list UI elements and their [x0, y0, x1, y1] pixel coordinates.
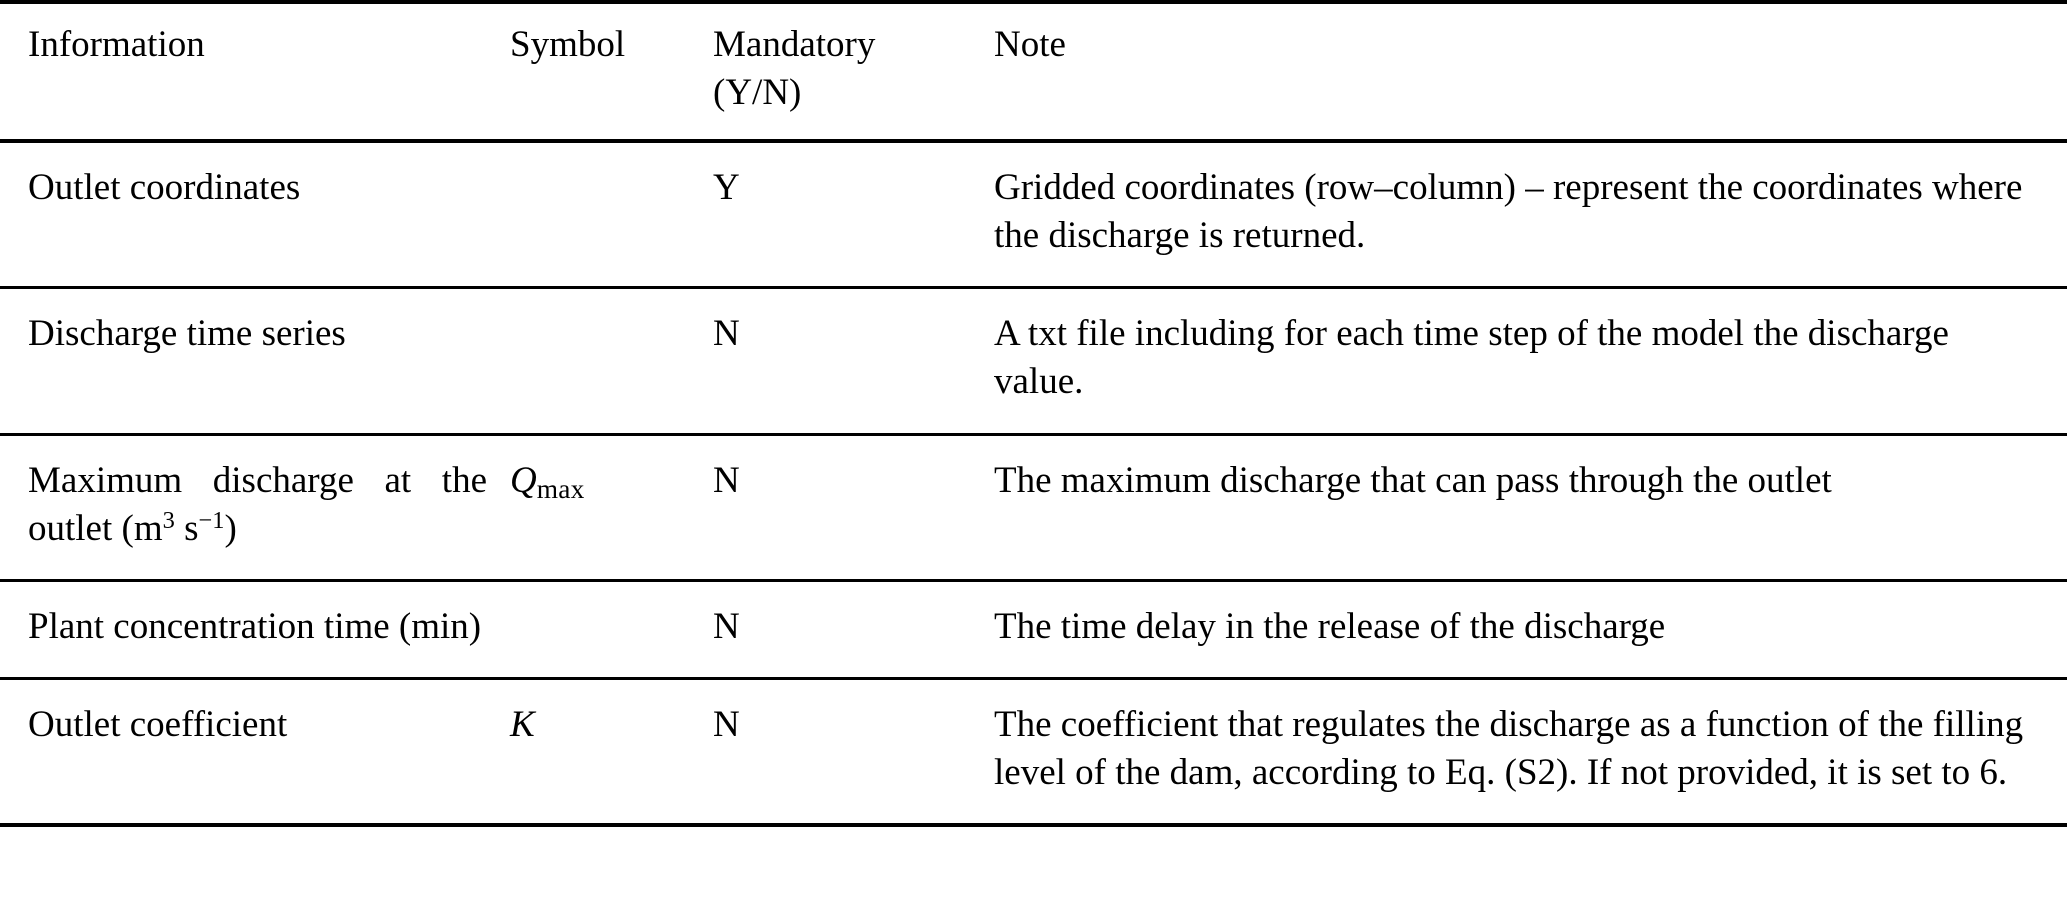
column-header-symbol: Symbol — [505, 0, 709, 144]
cell-information: Plant concentration time (min) — [0, 580, 505, 680]
cell-mandatory: N — [709, 580, 994, 680]
cell-note: The maximum discharge that can pass thro… — [994, 434, 2067, 582]
cell-information: Maximum discharge at the outlet (m3 s−1) — [0, 434, 505, 582]
cell-information-text-close-paren: ) — [224, 507, 237, 549]
symbol-variable-q: Q — [510, 459, 537, 501]
cell-mandatory: N — [709, 678, 994, 828]
cell-mandatory: N — [709, 434, 994, 582]
table-row: Outlet coordinates Y Gridded coordinates… — [0, 141, 2067, 290]
table-row: Maximum discharge at the outlet (m3 s−1)… — [0, 434, 2067, 582]
table-row: Discharge time series N A txt file inclu… — [0, 287, 2067, 436]
cell-information: Outlet coefficient — [0, 678, 505, 828]
cell-note: The time delay in the release of the dis… — [994, 580, 2067, 680]
table-row: Outlet coefficient K N The coefficient t… — [0, 678, 2067, 828]
column-header-note: Note — [994, 0, 2067, 144]
cell-symbol — [505, 287, 709, 436]
cell-symbol — [505, 141, 709, 290]
cell-information-superscript-inverse: −1 — [198, 506, 225, 534]
table-body: Outlet coordinates Y Gridded coordinates… — [0, 141, 2067, 828]
cell-symbol: K — [505, 678, 709, 828]
cell-symbol: Qmax — [505, 434, 709, 582]
symbol-subscript-max: max — [536, 473, 585, 504]
table-row: Plant concentration time (min) N The tim… — [0, 580, 2067, 680]
cell-information-text: Maximum discharge at the outlet (m — [28, 459, 487, 549]
cell-note: The coefficient that regulates the disch… — [994, 678, 2067, 828]
cell-information: Discharge time series — [0, 287, 505, 436]
cell-note: A txt file including for each time step … — [994, 287, 2067, 436]
information-requirements-table: Information Symbol Mandatory (Y/N) Note … — [0, 0, 2067, 828]
column-header-mandatory-line1: Mandatory — [713, 24, 876, 65]
cell-information: Outlet coordinates — [0, 141, 505, 290]
table-header-row: Information Symbol Mandatory (Y/N) Note — [0, 0, 2067, 144]
cell-symbol — [505, 580, 709, 680]
column-header-mandatory: Mandatory (Y/N) — [709, 0, 994, 144]
column-header-information: Information — [0, 0, 505, 144]
cell-information-text-seconds: s — [174, 507, 199, 549]
cell-note: Gridded coordinates (row–column) – repre… — [994, 141, 2067, 290]
table-header: Information Symbol Mandatory (Y/N) Note — [0, 0, 2067, 144]
cell-information-superscript-cubic: 3 — [162, 506, 175, 534]
cell-mandatory: N — [709, 287, 994, 436]
column-header-mandatory-line2: (Y/N) — [713, 72, 802, 114]
cell-mandatory: Y — [709, 141, 994, 290]
symbol-variable-k: K — [510, 703, 535, 745]
